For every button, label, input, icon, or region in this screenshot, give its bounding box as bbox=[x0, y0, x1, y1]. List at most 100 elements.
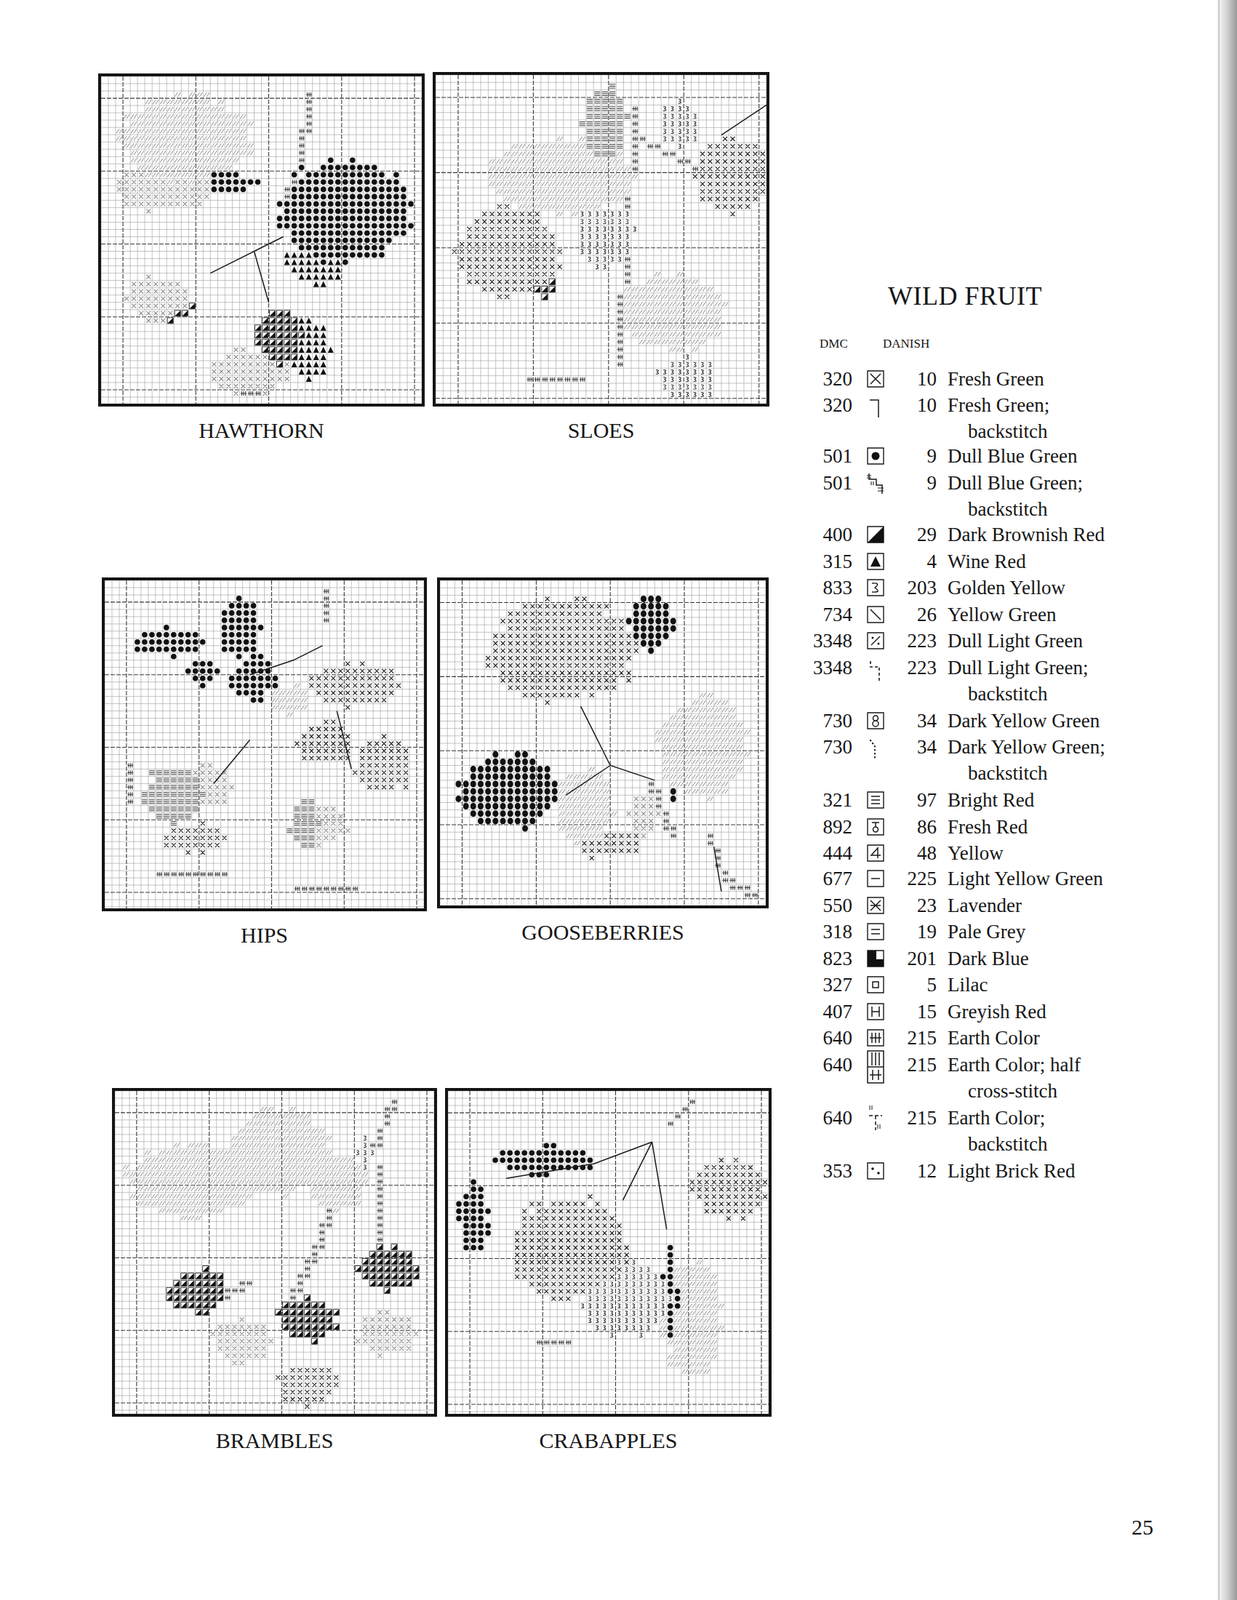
legend-text: Earth Color; half cross-stitch bbox=[947, 1051, 1119, 1104]
danish-number: 215 bbox=[907, 1104, 938, 1131]
danish-number: 225 bbox=[907, 865, 938, 892]
chart-frame: BRAMBLES bbox=[111, 1087, 438, 1417]
stitch-symbols-x bbox=[514, 1157, 768, 1301]
danish-number: 26 bbox=[917, 601, 937, 628]
legend-symbol-mark bbox=[871, 929, 880, 934]
stitch-symbols-h bbox=[127, 589, 358, 891]
chart-grid-fine bbox=[435, 74, 767, 404]
dmc-number: 734 bbox=[823, 601, 854, 628]
legend-backstitch-ticks bbox=[869, 1105, 880, 1129]
stitch-symbols-lines bbox=[141, 770, 322, 848]
stitch-symbols-box bbox=[533, 278, 555, 300]
stitch-symbols-blk bbox=[533, 278, 555, 300]
legend-symbol-mark bbox=[870, 900, 881, 911]
legend-symbol-box bbox=[867, 845, 884, 862]
legend-symbol-fill bbox=[871, 452, 880, 461]
legend-symbol-mark bbox=[867, 1050, 884, 1083]
legend-text: Dull Blue Green; backstitch bbox=[947, 469, 1119, 523]
legend-symbol-box bbox=[867, 897, 884, 914]
danish-number: 223 bbox=[907, 654, 938, 681]
stitch-symbols-three bbox=[356, 1135, 374, 1170]
chart-caption: BRAMBLES bbox=[114, 1428, 435, 1453]
stitch-symbols-box bbox=[167, 303, 304, 368]
legend-symbol-box bbox=[867, 526, 884, 543]
chart-grid-major bbox=[439, 580, 766, 906]
legend-symbol-box bbox=[867, 791, 884, 808]
legend-symbol-mark bbox=[871, 877, 880, 880]
dmc-number: 640 bbox=[823, 1104, 854, 1131]
stitch-symbols-tri bbox=[284, 252, 342, 383]
legend-text: Bright Red bbox=[947, 786, 1119, 814]
dmc-number: 550 bbox=[823, 892, 854, 919]
chart-frame: CRABAPPLES bbox=[445, 1087, 772, 1417]
legend-symbol-fill bbox=[871, 1167, 880, 1175]
legend-symbol-box bbox=[867, 1162, 884, 1179]
danish-number: 203 bbox=[907, 574, 938, 601]
legend-symbol-box bbox=[867, 923, 884, 940]
dmc-number: 823 bbox=[823, 945, 854, 972]
chart-frame: HAWTHORN bbox=[98, 73, 425, 407]
legend-symbol-box bbox=[867, 712, 884, 729]
stitch-symbols-diag bbox=[116, 92, 254, 184]
legend-text: Golden Yellow bbox=[947, 574, 1119, 601]
dmc-number: 353 bbox=[823, 1157, 854, 1184]
danish-number: 34 bbox=[917, 707, 937, 734]
backstitch-line bbox=[721, 104, 767, 135]
legend-text: Dull Blue Green bbox=[947, 442, 1119, 470]
stitch-symbols-lines bbox=[579, 84, 631, 156]
legend-symbol-box bbox=[867, 950, 884, 967]
chart-grid-major bbox=[114, 1090, 435, 1414]
legend-symbol-mark bbox=[869, 399, 879, 418]
dmc-number: 833 bbox=[823, 574, 854, 601]
stitch-symbols-x bbox=[164, 661, 408, 855]
chart-grid-fine bbox=[101, 76, 422, 404]
chart-grid-major bbox=[447, 1090, 769, 1414]
legend-symbol-box bbox=[867, 870, 884, 887]
legend-symbol-box bbox=[867, 553, 884, 570]
legend-symbol-box bbox=[867, 1029, 884, 1046]
legend-symbol-mark bbox=[871, 847, 881, 859]
backstitch-line bbox=[213, 645, 352, 784]
dmc-number: 501 bbox=[823, 469, 854, 496]
legend-symbol-mark bbox=[870, 373, 881, 384]
legend-symbol-box bbox=[867, 370, 884, 387]
danish-number: 5 bbox=[927, 971, 938, 998]
legend-text: Fresh Green; backstitch bbox=[947, 391, 1119, 445]
legend-symbol-mark bbox=[871, 1006, 880, 1017]
danish-number: 215 bbox=[907, 1024, 938, 1051]
legend-backstitch-symbol bbox=[870, 661, 880, 682]
stitch-symbols-blk bbox=[167, 303, 304, 368]
stitch-symbols-x bbox=[276, 1367, 339, 1409]
stitch-symbols-h bbox=[536, 1099, 696, 1345]
stitch-symbols-three bbox=[580, 98, 711, 397]
stitch-symbols-blk bbox=[166, 1244, 419, 1345]
danish-number: 10 bbox=[917, 391, 937, 419]
backstitch-line bbox=[210, 237, 283, 303]
page-title: WILD FRUIT bbox=[887, 280, 1043, 312]
stitch-symbols-diag bbox=[272, 683, 308, 718]
legend-text: Light Brick Red bbox=[947, 1157, 1119, 1184]
stitch-symbols-xl bbox=[210, 1309, 419, 1365]
legend-text: Earth Color; backstitch bbox=[947, 1104, 1119, 1158]
legend-symbol-box bbox=[867, 606, 884, 623]
legend-symbol-mark bbox=[871, 583, 878, 592]
legend-text: Dull Light Green bbox=[947, 627, 1119, 654]
legend-symbol-mark bbox=[871, 822, 880, 832]
danish-number: 48 bbox=[917, 839, 937, 867]
legend-symbol-box bbox=[867, 447, 884, 464]
danish-number: 15 bbox=[917, 998, 937, 1025]
page-edge-line bbox=[1218, 0, 1220, 1600]
chart-caption: GOOSEBERRIES bbox=[439, 919, 766, 945]
dmc-number: 320 bbox=[823, 365, 854, 392]
legend-text: Yellow bbox=[947, 839, 1119, 867]
legend-symbol-box bbox=[867, 1003, 884, 1020]
chart-grid-fine bbox=[104, 580, 424, 909]
legend-text: Fresh Red bbox=[947, 813, 1119, 840]
chart-grid-major bbox=[101, 76, 422, 404]
chart-caption: HAWTHORN bbox=[101, 418, 422, 443]
legend-text: Yellow Green bbox=[947, 601, 1119, 628]
stitch-symbols-box bbox=[166, 1244, 419, 1345]
legend-text: Wine Red bbox=[947, 548, 1119, 575]
